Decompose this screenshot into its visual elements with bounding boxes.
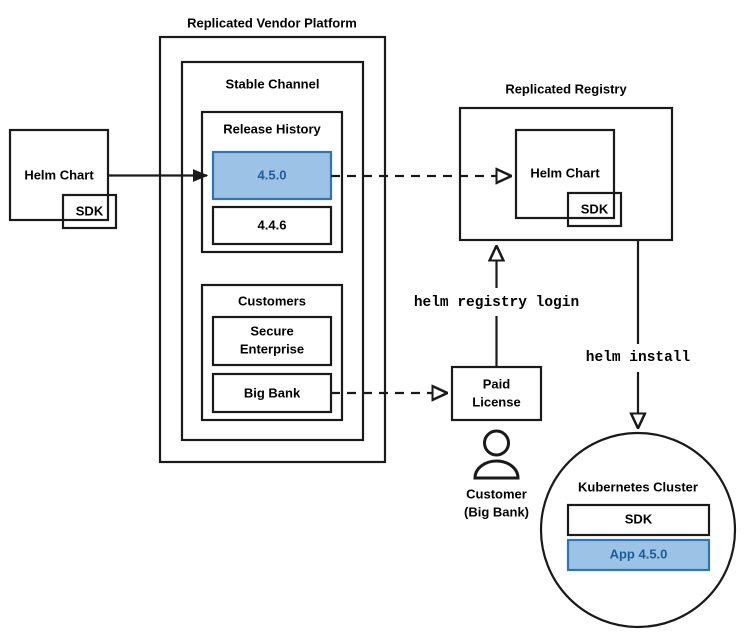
release-version-previous-box[interactable] — [211, 205, 333, 246]
registry-helm-chart-box — [514, 128, 616, 220]
actor-body-icon — [473, 459, 520, 480]
source-sdk-label: SDK — [76, 203, 104, 218]
release-version-previous-label: 4.4.6 — [258, 217, 287, 232]
registry-sdk-box — [566, 191, 623, 228]
source-helm-chart-label: Helm Chart — [24, 167, 94, 182]
customers-container — [200, 283, 344, 422]
stable-channel-label: Stable Channel — [226, 76, 320, 91]
kubernetes-cluster-node: Kubernetes Cluster SDK App 4.5.0 — [539, 431, 737, 629]
actor-label-line1: Customer — [466, 486, 527, 501]
kubernetes-cluster-label: Kubernetes Cluster — [578, 479, 698, 494]
kubernetes-cluster-circle — [539, 431, 737, 629]
source-sdk-box — [61, 193, 118, 230]
registry-container — [458, 106, 674, 242]
customer-big-bank-label: Big Bank — [244, 385, 301, 400]
cluster-app-box — [566, 538, 711, 572]
cluster-app-label: App 4.5.0 — [610, 546, 668, 561]
cluster-sdk-label: SDK — [625, 511, 653, 526]
actor-label-line2: (Big Bank) — [464, 504, 529, 519]
source-helm-chart-node: Helm Chart SDK — [8, 128, 118, 230]
platform-title: Replicated Vendor Platform — [187, 15, 357, 30]
paid-license-label-line1: Paid — [483, 376, 511, 391]
customer-actor: Customer (Big Bank) — [464, 429, 529, 519]
actor-head-icon — [483, 429, 510, 457]
vendor-platform-container — [158, 35, 387, 464]
cluster-sdk-box — [566, 503, 711, 537]
stable-channel-container — [180, 60, 365, 442]
edge-label-helm-install: helm install — [586, 350, 691, 366]
edge-label-helm-registry-login: helm registry login — [414, 295, 579, 311]
customers-label: Customers — [238, 293, 306, 308]
customer-secure-enterprise-label-line1: Secure — [250, 323, 293, 338]
release-history-label: Release History — [223, 121, 321, 136]
release-history-container — [200, 110, 344, 254]
registry-title: Replicated Registry — [505, 81, 627, 96]
customer-secure-enterprise-label-line2: Enterprise — [240, 341, 304, 356]
paid-license-label-line2: License — [472, 394, 520, 409]
customer-secure-enterprise-box[interactable] — [211, 315, 333, 367]
release-version-current-label: 4.5.0 — [258, 167, 287, 182]
registry-helm-chart-label: Helm Chart — [530, 165, 600, 180]
registry-sdk-label: SDK — [581, 201, 609, 216]
